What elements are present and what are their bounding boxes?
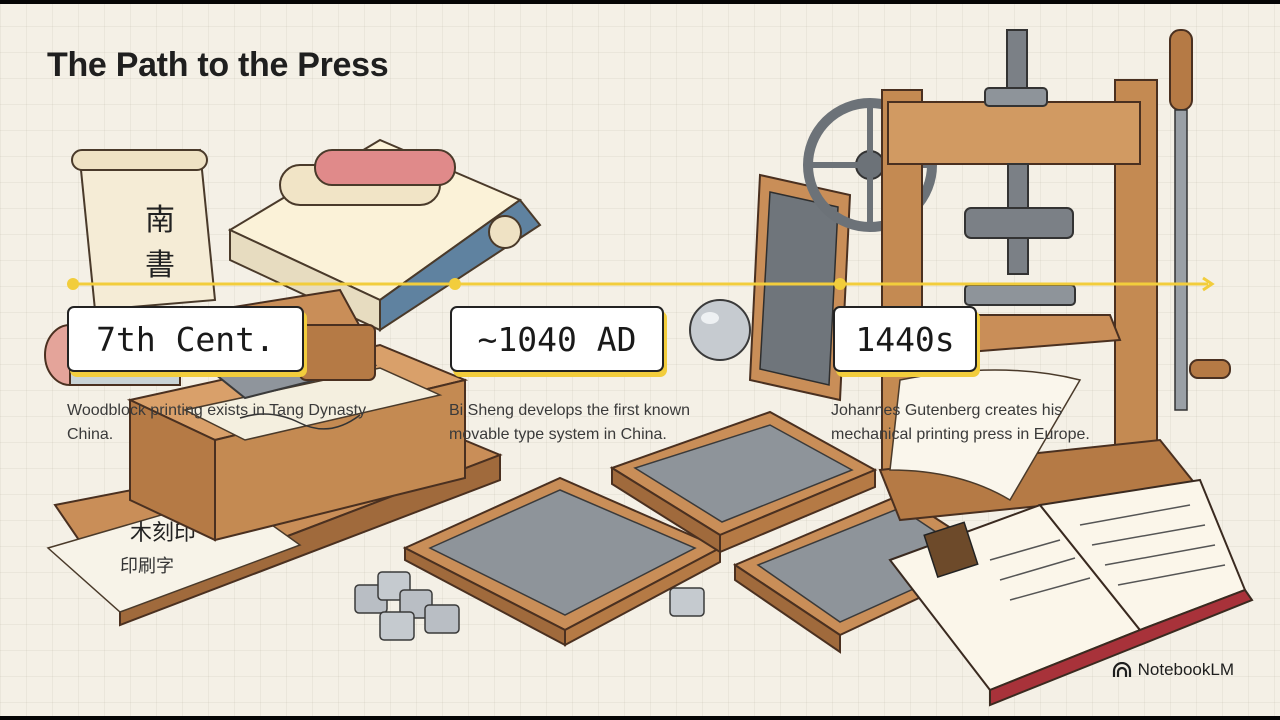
notebooklm-watermark: NotebookLM	[1112, 660, 1234, 680]
milestone-description-2: Bi Sheng develops the first known movabl…	[449, 402, 691, 443]
slide-title: The Path to the Press	[47, 46, 389, 84]
svg-text:南: 南	[145, 203, 175, 238]
woodblock-scene: 木刻印 印刷字 南 書	[44, 138, 705, 641]
milestone-description-1: Woodblock printing exists in Tang Dynast…	[67, 402, 367, 443]
milestone-date-2: ~1040 AD	[450, 306, 664, 372]
notebooklm-logo-icon	[1112, 662, 1131, 677]
svg-text:印刷字: 印刷字	[120, 556, 174, 577]
timeline-marker-2	[449, 278, 461, 290]
movable-type-trays	[402, 410, 1003, 654]
letterbox-bottom	[0, 716, 1280, 720]
brand-name: NotebookLM	[1137, 660, 1234, 679]
milestone-date-3: 1440s	[833, 306, 977, 372]
svg-text:書: 書	[145, 248, 175, 283]
timeline-arrowhead	[1202, 276, 1215, 292]
timeline-marker-1	[67, 278, 79, 290]
letterbox-top	[0, 0, 1280, 4]
timeline-marker-3	[834, 278, 846, 290]
milestone-description-3: Johannes Gutenberg creates his mechanica…	[831, 402, 1090, 443]
milestone-date-1: 7th Cent.	[67, 306, 304, 372]
